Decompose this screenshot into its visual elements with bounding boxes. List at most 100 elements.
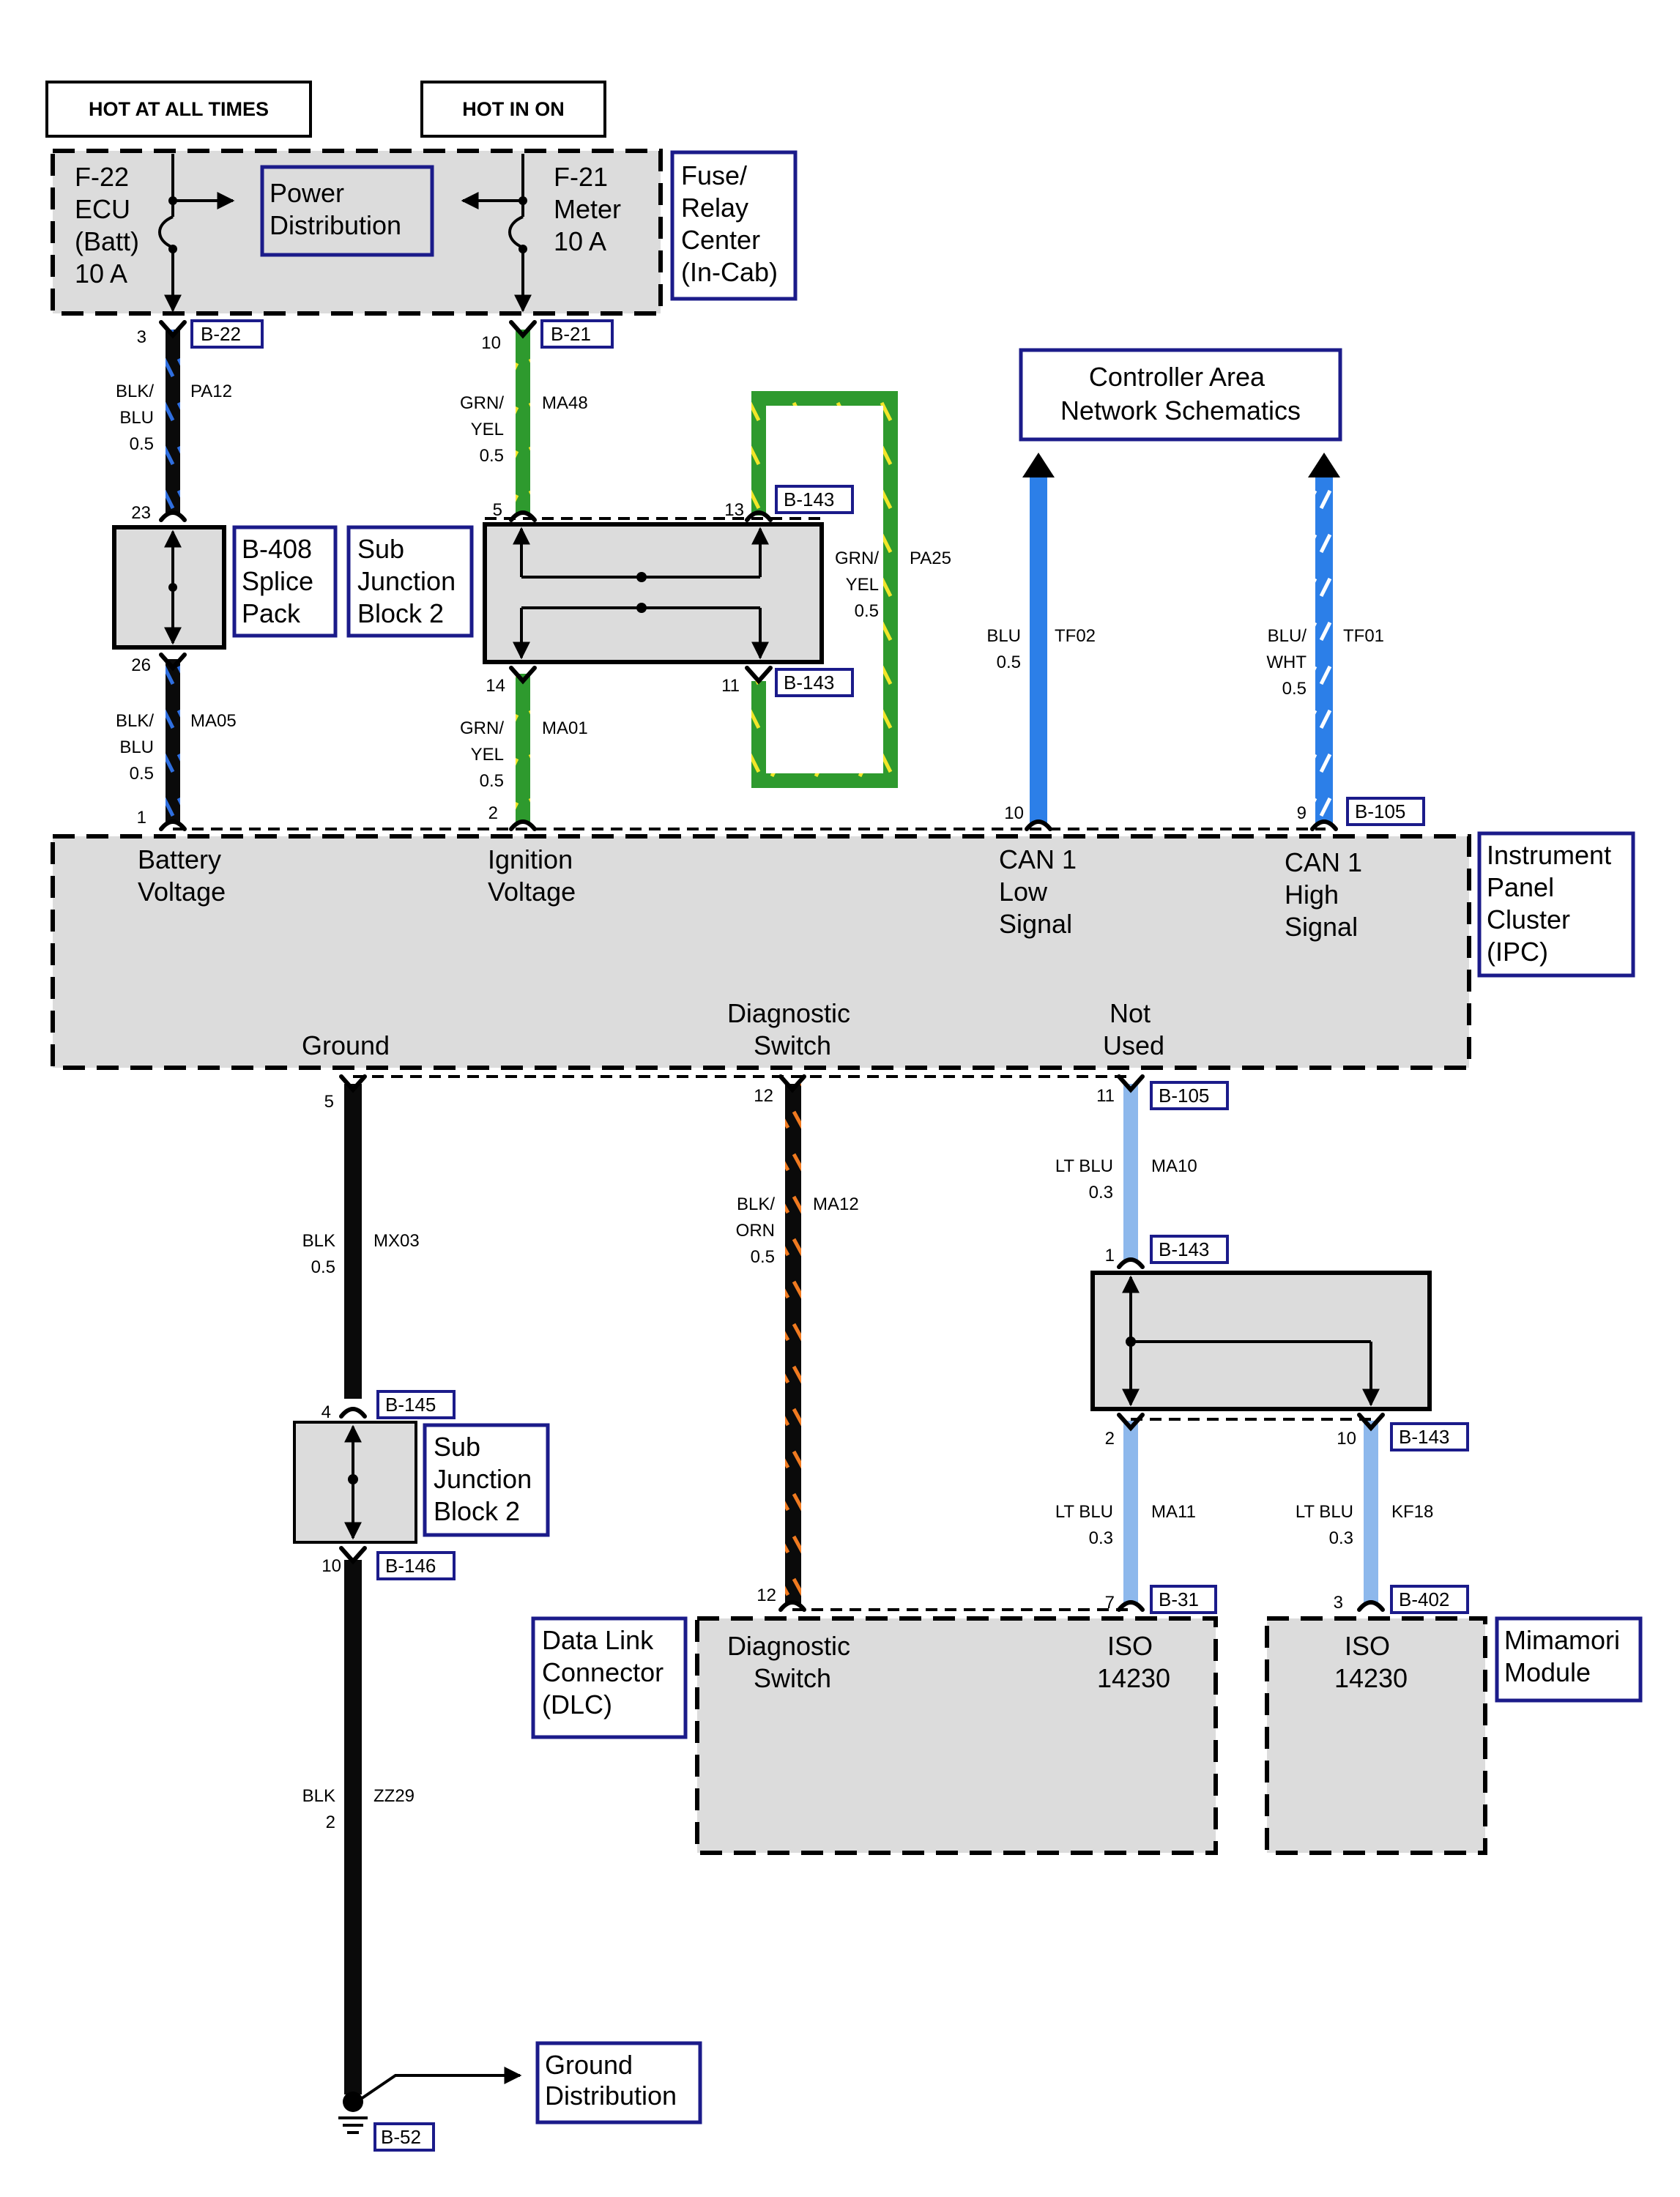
svg-text:Power Distribution: Power Distribution bbox=[270, 178, 401, 240]
ipc-can-low-signal: CAN 1 Low Signal bbox=[999, 844, 1084, 939]
hot-at-all-times-box: HOT AT ALL TIMES bbox=[45, 81, 312, 138]
wire-ma05[interactable] bbox=[166, 659, 180, 823]
wire-kf18[interactable] bbox=[1364, 1421, 1378, 1604]
wire-ma11[interactable] bbox=[1123, 1421, 1138, 1604]
wire-pa12-id: PA12 bbox=[190, 382, 232, 401]
svg-text:11: 11 bbox=[721, 676, 740, 696]
svg-text:10: 10 bbox=[1004, 803, 1024, 823]
wire-tf01-id: TF01 bbox=[1343, 626, 1384, 646]
wire-ma48[interactable] bbox=[516, 330, 530, 513]
sub-junction-block-upper bbox=[483, 517, 824, 664]
connector-b143-lower-b: B-143 bbox=[1390, 1422, 1469, 1451]
wire-tf02[interactable] bbox=[1022, 453, 1055, 823]
dlc-iso-14230: ISO 14230 bbox=[1097, 1631, 1170, 1693]
wire-ma10-id: MA10 bbox=[1151, 1156, 1197, 1176]
ipc-diagnostic-switch: Diagnostic Switch bbox=[727, 998, 858, 1060]
ipc-label: Instrument Panel Cluster (IPC) bbox=[1477, 831, 1635, 978]
wire-mx03-id: MX03 bbox=[373, 1231, 420, 1251]
wire-ma11-id: MA11 bbox=[1151, 1502, 1196, 1522]
svg-text:5: 5 bbox=[493, 500, 502, 520]
svg-text:B-143: B-143 bbox=[784, 672, 834, 694]
wire-ma05-id: MA05 bbox=[190, 711, 237, 731]
svg-text:B-146: B-146 bbox=[385, 1555, 436, 1577]
ipc-ignition-voltage: Ignition Voltage bbox=[488, 844, 580, 907]
connector-b143-upper-b: B-143 bbox=[775, 668, 854, 697]
svg-text:10: 10 bbox=[1337, 1429, 1356, 1449]
svg-text:3: 3 bbox=[1334, 1593, 1343, 1613]
svg-text:7: 7 bbox=[1105, 1593, 1115, 1613]
wire-tf01[interactable] bbox=[1308, 453, 1340, 823]
fuse-f21-label: F-21 Meter 10 A bbox=[554, 162, 628, 256]
fuse-relay-center: F-22 ECU (Batt) 10 A F-21 Meter 10 A bbox=[51, 149, 663, 316]
fuse-f22-symbol-icon bbox=[158, 215, 174, 249]
junction-b143-lower bbox=[1090, 1271, 1432, 1421]
hot-at-all-times-label: HOT AT ALL TIMES bbox=[89, 98, 269, 120]
svg-text:B-31: B-31 bbox=[1159, 1588, 1199, 1610]
wire-pa25-id: PA25 bbox=[910, 549, 951, 568]
hot-in-on-label: HOT IN ON bbox=[462, 98, 565, 120]
mimamori-module: ISO 14230 bbox=[1265, 1616, 1487, 1855]
svg-text:2: 2 bbox=[1105, 1429, 1115, 1449]
splice-pack-label: B-408 Splice Pack bbox=[232, 525, 338, 638]
svg-text:Ground Distribution: Ground Distribution bbox=[545, 2050, 677, 2111]
sub-junction-block-lower bbox=[293, 1421, 417, 1544]
connector-b146: B-146 bbox=[376, 1551, 456, 1580]
connector-labels: B-22 B-21 B-143 B-143 B-105 B-105 B-143 … bbox=[190, 319, 1469, 2152]
svg-text:3: 3 bbox=[137, 327, 146, 347]
wire-pa25[interactable] bbox=[751, 391, 898, 788]
ground-distribution-link[interactable]: Ground Distribution bbox=[535, 2041, 702, 2124]
ipc-not-used: Not Used bbox=[1103, 998, 1164, 1060]
svg-text:B-105: B-105 bbox=[1159, 1085, 1209, 1107]
connector-b105-upper: B-105 bbox=[1346, 797, 1425, 826]
connector-b22: B-22 bbox=[190, 319, 264, 349]
sub-junction-lower-label: Sub Junction Block 2 bbox=[423, 1423, 550, 1537]
dlc-diagnostic-switch: Diagnostic Switch bbox=[727, 1631, 858, 1693]
svg-text:Data Link Connector: Data Link Connector (DLC) bbox=[542, 1625, 671, 1720]
wire-zz29[interactable] bbox=[344, 1560, 362, 2094]
fuse-relay-center-label: Fuse/ Relay Center (In-Cab) bbox=[670, 150, 798, 301]
wire-mx03[interactable] bbox=[344, 1084, 362, 1399]
svg-text:B-143: B-143 bbox=[1159, 1238, 1209, 1260]
wire-ma12[interactable] bbox=[785, 1084, 801, 1604]
wire-zz29-id: ZZ29 bbox=[373, 1786, 415, 1806]
can-schematics-link[interactable]: Controller Area Network Schematics bbox=[1019, 348, 1342, 442]
wire-ma10[interactable] bbox=[1123, 1084, 1138, 1260]
wire-ma48-id: MA48 bbox=[542, 393, 588, 413]
sub-junction-upper-label: Sub Junction Block 2 bbox=[346, 525, 474, 638]
hot-in-on-box: HOT IN ON bbox=[420, 81, 606, 138]
svg-text:23: 23 bbox=[131, 503, 151, 523]
svg-text:Sub Junction Block: Sub Junction Block 2 bbox=[357, 534, 463, 628]
wire-ma01-id: MA01 bbox=[542, 718, 588, 738]
svg-text:B-22: B-22 bbox=[201, 323, 241, 345]
arrow-up-icon bbox=[1022, 453, 1055, 477]
svg-text:Controller Area Network: Controller Area Network Schematics bbox=[1060, 362, 1301, 425]
svg-text:11: 11 bbox=[1096, 1086, 1115, 1106]
svg-text:1: 1 bbox=[1105, 1246, 1115, 1265]
connector-b21: B-21 bbox=[540, 319, 614, 349]
connector-b143-upper-a: B-143 bbox=[775, 485, 854, 514]
svg-text:10: 10 bbox=[321, 1556, 341, 1576]
wire-ma01[interactable] bbox=[516, 674, 530, 823]
power-distribution-link[interactable]: Power Distribution bbox=[260, 165, 434, 257]
dlc-label: Data Link Connector (DLC) bbox=[531, 1616, 688, 1739]
instrument-panel-cluster: Battery Voltage Ignition Voltage CAN 1 L… bbox=[51, 828, 1471, 1078]
svg-text:B-402: B-402 bbox=[1399, 1588, 1449, 1610]
pin-numbers: 3 10 23 26 5 13 14 11 1 2 10 9 5 12 11 1… bbox=[131, 327, 1356, 1613]
svg-text:Fuse/ Relay Center: Fuse/ Relay Center (In-Cab) bbox=[681, 160, 778, 287]
svg-text:14: 14 bbox=[486, 676, 505, 696]
splice-pack-b408 bbox=[112, 525, 226, 650]
terminal-chevrons bbox=[159, 320, 1385, 1612]
ground-icon bbox=[343, 2092, 363, 2112]
wire-pa12[interactable] bbox=[166, 330, 180, 513]
svg-text:B-145: B-145 bbox=[385, 1394, 436, 1416]
